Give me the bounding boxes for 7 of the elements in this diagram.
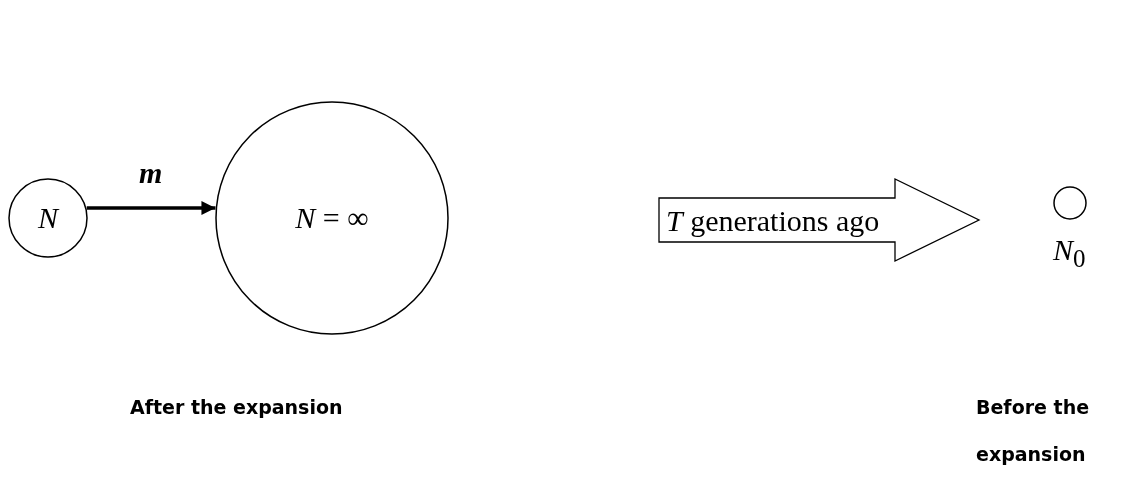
arrow <box>86 201 216 215</box>
caption-text: Before the expansion <box>976 395 1091 467</box>
population-size-label: N = ∞ <box>295 203 369 233</box>
caption-text: After the expansion <box>130 395 344 420</box>
population-size-label: N$_{0}$ <box>1053 235 1086 271</box>
arrow-label: T generations ago <box>666 206 880 236</box>
population-size-label: N <box>38 203 58 233</box>
